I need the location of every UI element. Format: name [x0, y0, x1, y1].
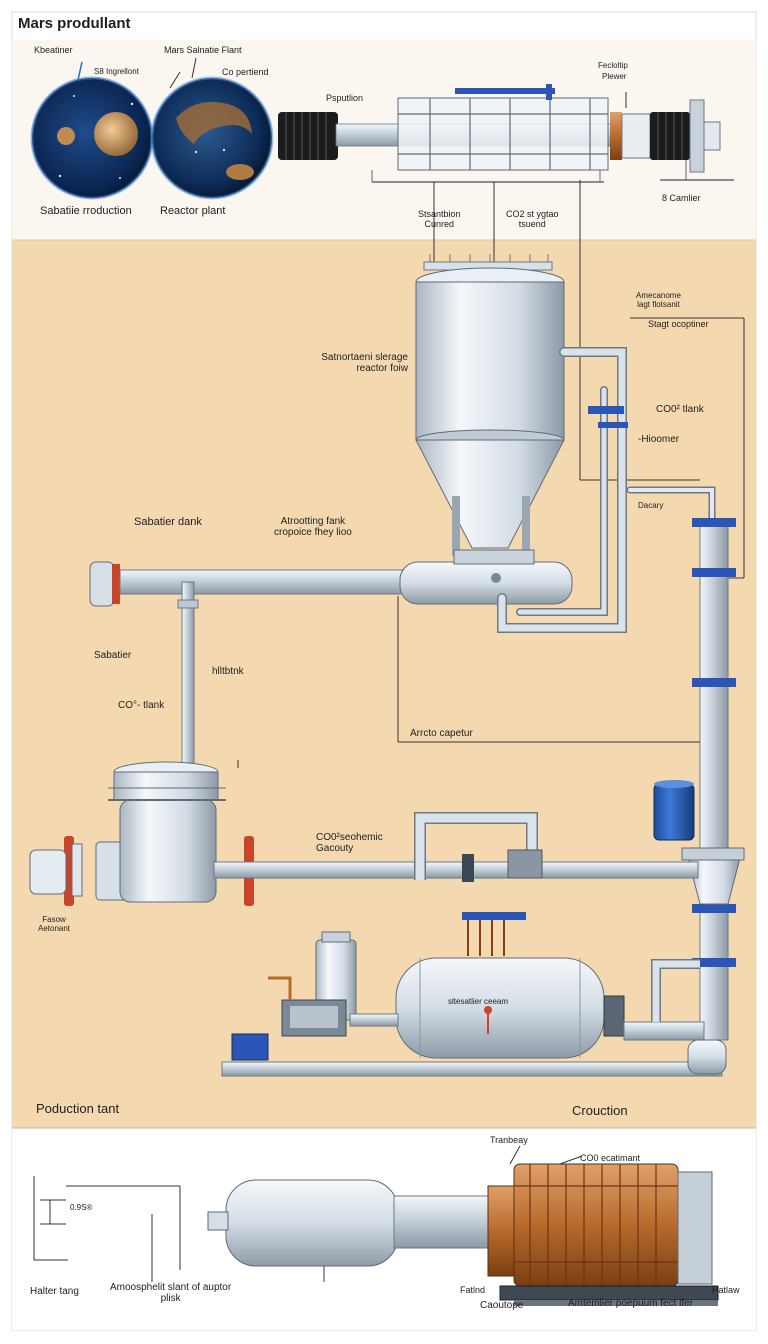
tiny-value-label: 0.9S® [70, 1203, 93, 1212]
reactor-label: sltesatlier ceeam [448, 997, 509, 1006]
right-vertical-column [681, 518, 745, 1041]
halter-tang-label: Halter tang [30, 1286, 79, 1297]
machine-label-right-3: 8 Camlier [662, 193, 701, 203]
arooting-tank-label: Atrootting fank cropoice fhey lioo [274, 516, 352, 538]
connector-lines [237, 180, 745, 768]
sabatier-reactor-assembly [221, 931, 727, 1077]
pointer-line [191, 57, 197, 79]
sabatier-label: Sabatier [94, 650, 132, 661]
feed-pipe [177, 581, 199, 765]
pointer-line [77, 61, 83, 81]
planet-right-caption: Reactor plant [160, 205, 226, 217]
blue-gas-cylinder [653, 780, 695, 841]
bottom-label-1: Fatlnd [460, 1285, 486, 1295]
planet-left-icon [30, 76, 154, 200]
storage-label: Satnortaeni slerage reactor foiw [321, 352, 408, 374]
blue-valve [588, 406, 624, 414]
production-tant-label: Poduction tant [36, 1101, 120, 1116]
tank-return-pipes [497, 347, 716, 633]
lower-horizontal-pipe [213, 812, 699, 956]
right-label-c: CO0² tlank [656, 404, 704, 415]
crouction-label: Crouction [572, 1103, 628, 1118]
hltbank-label: hlltbtnk [212, 666, 244, 677]
page-title: Mars produllant [18, 15, 131, 32]
left-pump-label: Fasow Aetonant [38, 915, 71, 933]
right-label-e: Dacary [638, 501, 664, 510]
bottom-label-3: Amtemlier poepuum fect lfer [568, 1298, 694, 1309]
machine-label-right-2: Plewer [602, 72, 627, 81]
atmosphere-plant-label: Amoosphelit slant of auptor plisk [110, 1282, 232, 1304]
storage-hopper-tank [415, 254, 565, 556]
machine-label-right-1: Fecloltip [598, 61, 628, 70]
sabatier-tank-label: Sabatier dank [134, 516, 202, 528]
right-label-a: Amecanome lagt flotsanit [636, 291, 681, 309]
bottom-label-2: Caoutope [480, 1300, 524, 1311]
bottom-label-4: Hatlaw [712, 1285, 740, 1295]
main-horizontal-pipe [89, 549, 573, 607]
top-horizontal-reactor [278, 84, 734, 183]
top-right-label-1: Tranbeay [490, 1135, 528, 1145]
planet-right-label-mid: Co pertiend [222, 67, 269, 77]
machine-label-left: Psputlion [326, 93, 364, 103]
pointer-line [169, 71, 181, 89]
co-tank-label: CO°- tlank [118, 700, 165, 711]
planet-left-label-top: Kbeatiner [34, 45, 73, 55]
callout-right: CO2 st ygtao tsuend [506, 209, 559, 229]
planet-left-caption: Sabatiie rroduction [40, 205, 132, 217]
bucket-tank [29, 761, 254, 906]
planet-right-label-top: Mars Salnatie Flant [164, 45, 242, 55]
right-label-b: Stagt ocoptiner [648, 319, 709, 329]
planet-right-icon [150, 76, 274, 200]
co-seohemic-label: CO0²seohemic Gacouty [316, 832, 383, 854]
top-right-label-2: CO0 ecatimant [580, 1153, 641, 1163]
callout-left: Stsantbion Cunred [418, 209, 461, 229]
middle-panel [12, 240, 756, 1128]
bottom-reactor-system [33, 1145, 719, 1306]
planet-left-label-mid: S8 Ingrellont [94, 67, 139, 76]
arrcto-capetur-label: Arrcto capetur [410, 728, 473, 739]
blue-valve [598, 422, 628, 428]
right-label-d: -Hioomer [638, 434, 680, 445]
